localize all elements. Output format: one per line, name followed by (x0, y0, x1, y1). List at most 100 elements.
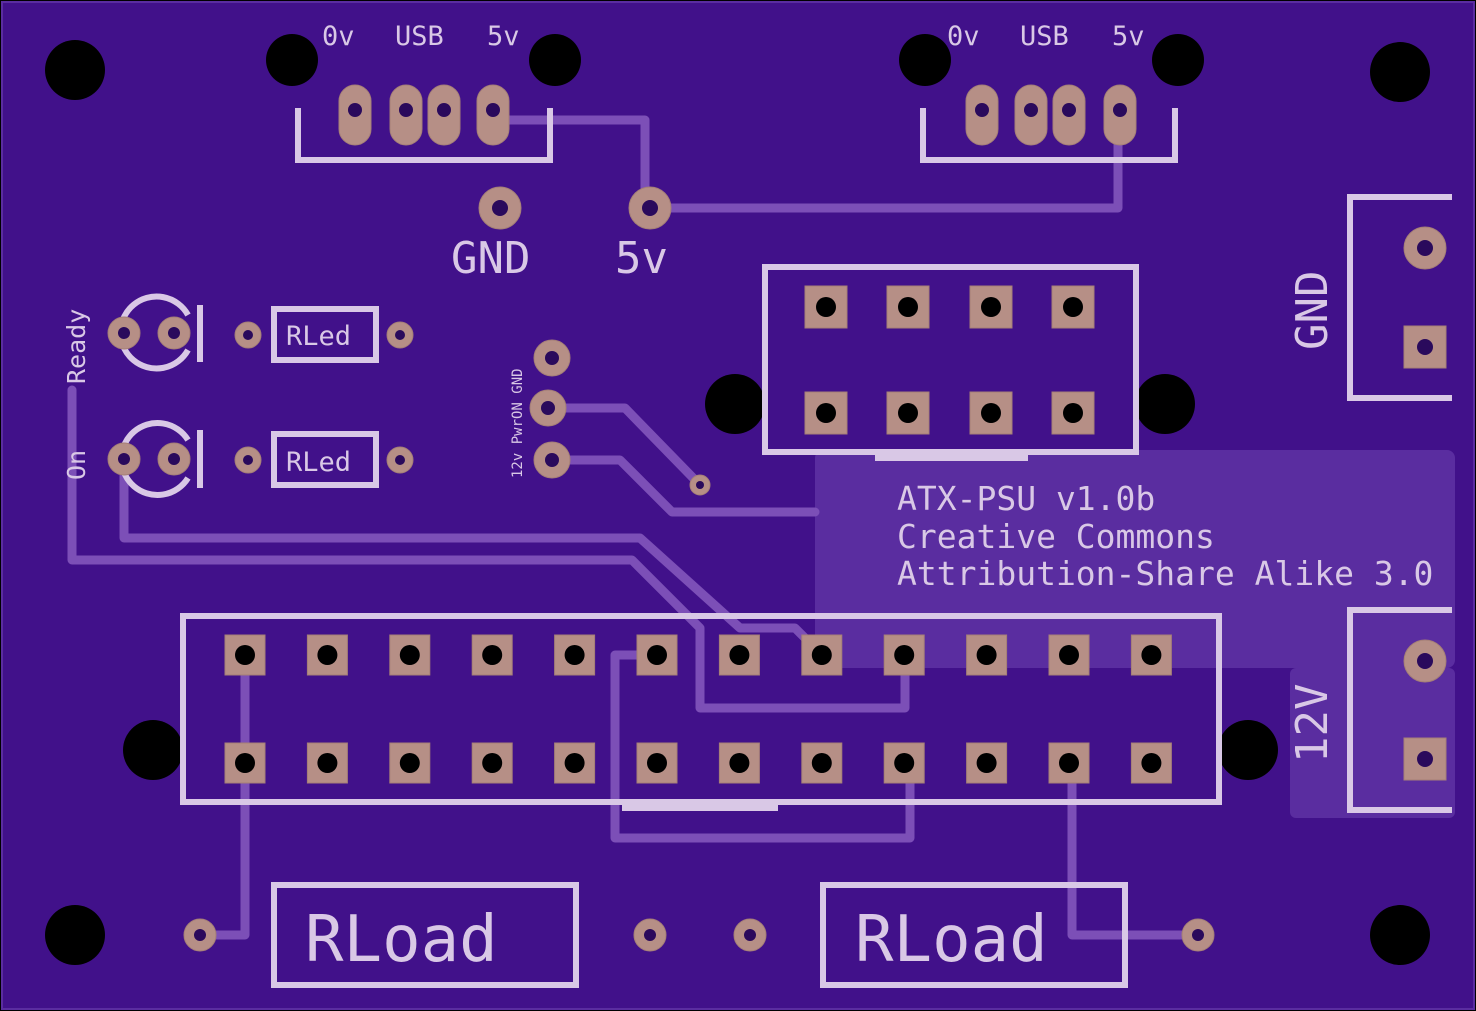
rled-bottom-label: RLed (286, 447, 351, 478)
led-on-group: On RLed (62, 420, 414, 498)
header-24pin-pad-top-2-drill (317, 645, 338, 665)
info-block: ATX-PSU v1.0b Creative Commons Attributi… (897, 479, 1433, 593)
load-left-outline (271, 882, 579, 988)
terminal-gnd-label: GND (1287, 271, 1338, 350)
header-8pin (762, 264, 1139, 461)
header-24pin-pad-bottom-4-drill (482, 753, 503, 773)
mounting-hole-bottom-left (45, 905, 105, 965)
terminal-12v: 12V (1287, 607, 1452, 813)
load-left-label: RLoad (305, 903, 498, 977)
header-24pin-pad-top-8-drill (811, 645, 832, 665)
trace-load-loop (610, 650, 915, 843)
header-24pin-pad-bottom-3-drill (399, 753, 420, 773)
load-resistor-left: RLoad (183, 882, 667, 988)
usb-connector-right: 0v USB 5v (920, 21, 1178, 163)
header-8pin-pad-top-2-drill (898, 297, 918, 317)
header-24pin (180, 613, 1222, 811)
trace-load-right (1067, 760, 1203, 940)
rled-top-outline (271, 306, 379, 363)
led-on-label: On (62, 450, 91, 480)
header-24pin-pad-top-3-drill (399, 645, 420, 665)
trace-5v-to-right-usb (645, 115, 1123, 213)
load-right-label: RLoad (855, 903, 1048, 977)
header-8pin-pad-bottom-1-drill (816, 403, 836, 423)
usb-right-outline (920, 108, 1178, 163)
test-point-gnd-drill (492, 200, 508, 216)
header-8pin-pad-bottom-3-drill (981, 403, 1001, 423)
header-24pin-pad-top-9-drill (894, 645, 915, 665)
header-24pin-pad-top-3 (389, 634, 431, 676)
header-24pin-pad-bottom-8-drill (811, 753, 832, 773)
mounting-hole-top-left (45, 40, 105, 100)
header-24pin-pad-top-11-drill (1059, 645, 1079, 665)
mounting-holes (45, 34, 1430, 965)
info-line-license: Creative Commons (897, 517, 1215, 556)
test-point-5v-label: 5v (615, 233, 668, 284)
terminal-gnd: GND (1287, 194, 1452, 401)
header-3pin: 12v PwrON GND (510, 339, 711, 496)
mounting-hole-bottom-right (1370, 905, 1430, 965)
usb-left-label-usb: USB (395, 21, 444, 52)
header-24pin-pad-top-6-drill (647, 645, 667, 665)
header-24pin-pad-top-5-drill (564, 645, 585, 665)
usb-connector-left: 0v USB 5v (295, 21, 553, 163)
usb-right-label-usb: USB (1020, 21, 1069, 52)
usb-left-hole-b (529, 34, 581, 86)
header-24pin-pad-bottom-5-drill (564, 753, 585, 773)
usb-left-outline (295, 108, 553, 163)
test-point-gnd-label: GND (451, 233, 530, 284)
rled-bottom-outline (271, 431, 379, 488)
header-24pin-pad-top-10-drill (976, 645, 997, 665)
header-24pin-pad-bottom-1-drill (235, 753, 255, 773)
header-24pin-pad-bottom-7-drill (729, 753, 750, 773)
trace-on-led (119, 465, 827, 660)
usb-left-label-5v: 5v (487, 21, 520, 52)
header-24pin-pad-top-1 (224, 634, 266, 676)
trace-usb5v-to-5v (490, 115, 650, 213)
header-24pin-pad-bottom-12 (1130, 742, 1172, 784)
test-point-5v-drill (642, 200, 658, 216)
info-line-license-detail: Attribution-Share Alike 3.0 (897, 554, 1433, 593)
header8-hole-right (1135, 374, 1195, 434)
usb-right-label-0v: 0v (947, 21, 980, 52)
header24-hole-right (1218, 720, 1278, 780)
header-8pin-pad-bottom-4-drill (1063, 403, 1083, 423)
header-24pin-pad-bottom-9-drill (894, 753, 915, 773)
trace-pwron (547, 403, 705, 490)
test-points: GND 5v (451, 186, 672, 284)
header-24pin-pad-bottom-6-drill (647, 753, 667, 773)
led-ready-group: Ready RLed (62, 293, 414, 384)
usb-left-hole-a (266, 34, 318, 86)
header-8pin-pad-top-1-drill (816, 297, 836, 317)
header-24pin-pad-top-8 (801, 634, 843, 676)
led-ready-label: Ready (62, 309, 91, 384)
header-24pin-pad-bottom-2-drill (317, 753, 338, 773)
header-8pin-pad-top-4 (1051, 285, 1095, 329)
terminal-12v-label: 12V (1287, 684, 1338, 763)
load-resistor-right: RLoad (733, 882, 1215, 988)
trace-12v-to-info (547, 455, 820, 517)
trace-ready-led (67, 385, 910, 713)
header-24pin-pad-bottom-12-drill (1141, 753, 1162, 773)
usb-left-label-0v: 0v (322, 21, 355, 52)
header24-hole-left (123, 720, 183, 780)
header-24pin-pad-bottom-10 (966, 742, 1008, 784)
header-8pin-pad-top-3-drill (981, 297, 1001, 317)
header-24pin-pad-bottom-11-drill (1059, 753, 1079, 773)
header-24pin-pad-top-11 (1048, 634, 1090, 676)
load-right-outline (820, 882, 1128, 988)
usb-right-hole-a (899, 34, 951, 86)
mounting-hole-top-right (1370, 42, 1430, 102)
header-8pin-pad-bottom-2-drill (898, 403, 918, 423)
header-3pin-label: 12v PwrON GND (510, 368, 526, 478)
header-24pin-pad-top-7-drill (729, 645, 750, 665)
header-24pin-pad-top-4-drill (482, 645, 503, 665)
header-24pin-pad-top-1-drill (235, 645, 255, 665)
header-8pin-outline (762, 264, 1139, 455)
header-24pin-outline (180, 613, 1222, 805)
header8-hole-left (705, 374, 765, 434)
rled-top-label: RLed (286, 321, 351, 352)
info-line-title: ATX-PSU v1.0b (897, 479, 1155, 518)
terminal-gnd-outline (1347, 194, 1452, 401)
